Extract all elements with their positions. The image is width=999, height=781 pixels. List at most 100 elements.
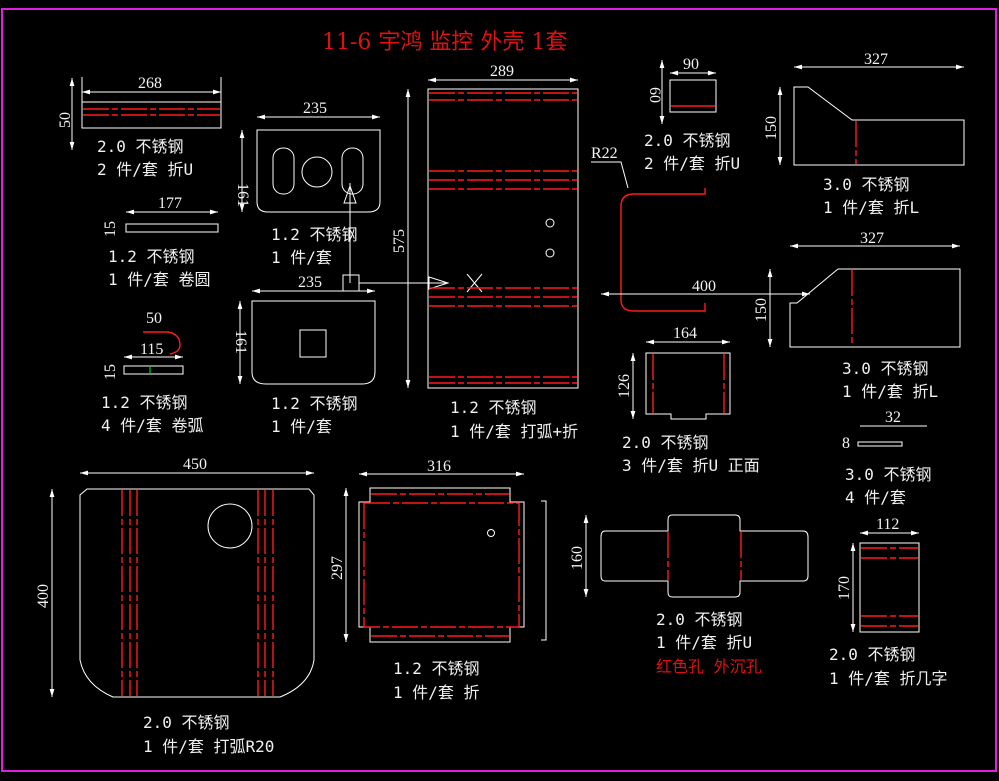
dim-label: 126 — [616, 374, 633, 398]
part-outline — [79, 488, 315, 698]
quantity-label: 1 件/套 折几字 — [829, 669, 948, 688]
dim-label: 400 — [35, 584, 52, 608]
quantity-label: 1 件/套 折 — [393, 683, 480, 702]
part-outline — [793, 86, 965, 166]
quantity-label: 1 件/套 卷圆 — [108, 270, 211, 289]
dim-label: 50 — [146, 310, 162, 327]
material-label: 2.0 不锈钢 — [97, 137, 184, 156]
dim-label: 50 — [57, 112, 74, 128]
part-panel-289: 289 575 1.2 不锈钢 1 件/套 打弧+折 — [391, 63, 579, 441]
material-label: 1.2 不锈钢 — [108, 247, 195, 266]
material-label: 1.2 不锈钢 — [271, 394, 358, 413]
dim-label: 268 — [138, 75, 162, 92]
note-label: 红色孔 外沉孔 — [656, 657, 762, 676]
part-outline — [857, 441, 903, 447]
material-label: 2.0 不锈钢 — [829, 645, 916, 664]
curl-profile — [143, 331, 181, 355]
dim-label: 450 — [183, 456, 207, 473]
round-hole — [487, 529, 495, 537]
quantity-label: 1 件/套 折L — [842, 382, 938, 401]
part-outline — [125, 223, 219, 233]
dim-label: 112 — [876, 516, 899, 533]
quantity-label: 1 件/套 — [271, 248, 332, 267]
round-hole — [207, 503, 253, 549]
part-outline — [600, 514, 809, 598]
material-label: 2.0 不锈钢 — [622, 433, 709, 452]
quantity-label: 1 件/套 折L — [823, 198, 919, 217]
part-bracket-160: 160 2.0 不锈钢 1 件/套 折U 红色孔 外沉孔 — [569, 514, 809, 676]
leader-lines — [343, 183, 483, 293]
drawing-frame — [1, 8, 997, 772]
material-label: 1.2 不锈钢 — [101, 393, 188, 412]
quantity-label: 4 件/套 卷弧 — [101, 416, 204, 435]
part-clip-32: 32 8 3.0 不锈钢 4 件/套 — [842, 409, 932, 507]
part-plate-235-bottom: 235 161 1.2 不锈钢 1 件/套 — [232, 274, 376, 436]
dim-label: 297 — [329, 556, 346, 580]
quantity-label: 2 件/套 折U — [97, 160, 193, 179]
material-label: 3.0 不锈钢 — [823, 175, 910, 194]
dim-label: 15 — [102, 364, 119, 380]
material-label: 3.0 不锈钢 — [842, 359, 929, 378]
quantity-label: 1 件/套 折U — [656, 633, 752, 652]
material-label: 2.0 不锈钢 — [143, 713, 230, 732]
part-cover-316: 316 297 1.2 不锈钢 1 件/套 折 — [329, 458, 547, 702]
material-label: 1.2 不锈钢 — [450, 398, 537, 417]
dim-label: 150 — [763, 116, 780, 140]
dim-label: 160 — [569, 546, 586, 570]
dim-label: 575 — [391, 229, 408, 253]
dim-label: 115 — [140, 341, 163, 358]
square-hole — [299, 329, 327, 358]
dim-label: 32 — [885, 409, 901, 426]
quantity-label: 1 件/套 — [271, 417, 332, 436]
part-plate-112: 112 170 2.0 不锈钢 1 件/套 折几字 — [829, 516, 948, 688]
part-profile-r22: R22 400 — [591, 145, 810, 312]
quantity-label: 1 件/套 打弧+折 — [450, 422, 578, 441]
part-outline — [789, 268, 961, 348]
material-label: 3.0 不锈钢 — [845, 465, 932, 484]
part-outline — [427, 88, 579, 389]
dim-label: 90 — [683, 56, 699, 73]
part-plate-327-b: 327 150 3.0 不锈钢 1 件/套 折L — [753, 230, 961, 401]
dim-label: 161 — [232, 330, 249, 354]
part-front-164: 164 126 2.0 不锈钢 3 件/套 折U 正面 — [616, 325, 760, 475]
dim-label: 289 — [490, 63, 514, 80]
dim-label: 15 — [102, 221, 119, 237]
slot-hole — [272, 147, 295, 195]
side-profile — [541, 500, 547, 641]
dim-label: 235 — [298, 274, 322, 291]
leader-arrow — [343, 184, 357, 204]
part-plate-235-top: 235 161 1.2 不锈钢 1 件/套 — [234, 100, 381, 267]
bend-line — [363, 502, 520, 628]
dim-label: 316 — [427, 458, 451, 475]
part-outline — [251, 300, 376, 385]
dim-label: 327 — [864, 51, 888, 68]
part-outline — [358, 487, 525, 643]
part-strip-115: 50 115 15 1.2 不锈钢 4 件/套 卷弧 — [101, 310, 204, 435]
grip-box — [342, 274, 360, 292]
slot-hole — [341, 147, 364, 195]
quantity-label: 1 件/套 打弧R20 — [143, 737, 274, 756]
drawing-title: 11-6 宇鸿 监控 外壳 1套 — [322, 30, 567, 55]
part-outline — [123, 365, 184, 375]
dim-label: 170 — [836, 576, 853, 600]
round-hole — [545, 218, 555, 228]
dim-label: 177 — [158, 195, 182, 212]
material-label: 2.0 不锈钢 — [656, 610, 743, 629]
dim-label: R22 — [591, 145, 618, 162]
part-bracket-90: 90 60 2.0 不锈钢 2 件/套 折U — [644, 56, 740, 173]
dim-label: 164 — [673, 325, 697, 342]
dim-label: 235 — [303, 100, 327, 117]
leader-arrow — [428, 276, 450, 290]
quantity-label: 3 件/套 折U 正面 — [622, 456, 760, 475]
material-label: 2.0 不锈钢 — [644, 131, 731, 150]
part-plate-327-a: 327 150 3.0 不锈钢 1 件/套 折L — [763, 51, 965, 217]
dim-label: 327 — [860, 230, 884, 247]
dim-label: 8 — [842, 435, 850, 452]
part-outline — [256, 129, 381, 213]
part-outline — [859, 542, 920, 633]
profile-outline — [620, 188, 706, 312]
dim-label: 60 — [646, 87, 663, 103]
material-label: 1.2 不锈钢 — [393, 659, 480, 678]
material-label: 1.2 不锈钢 — [271, 225, 358, 244]
